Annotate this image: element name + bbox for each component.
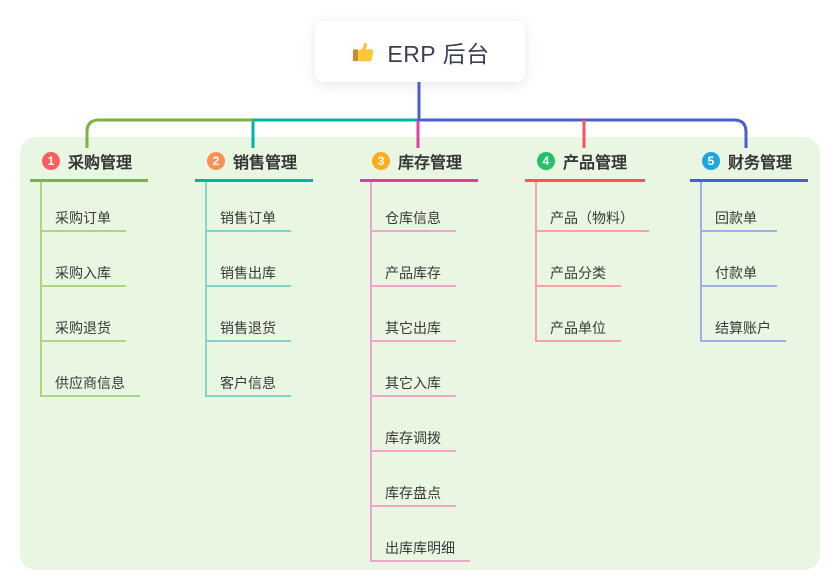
branch-number-badge: 1 [42,152,60,170]
branch-number-badge: 3 [372,152,390,170]
branch-finance-children: 回款单 付款单 结算账户 [700,182,786,342]
branch-title: 财务管理 [728,155,793,172]
root-node[interactable]: ERP 后台 [315,21,525,82]
branch-title: 库存管理 [398,155,463,172]
node-other-inbound[interactable]: 其它入库 [372,342,456,397]
branch-purchase-management: 1 采购管理 采购订单 采购入库 采购退货 供应商信息 [30,149,148,397]
node-product-category[interactable]: 产品分类 [537,232,621,287]
branch-title: 采购管理 [68,155,133,172]
branch-purchase-children: 采购订单 采购入库 采购退货 供应商信息 [40,182,140,397]
branch-product-children: 产品（物料） 产品分类 产品单位 [535,182,649,342]
branch-product-header[interactable]: 4 产品管理 [525,149,645,182]
node-outbound-detail[interactable]: 出库库明细 [372,507,470,562]
node-stock-transfer[interactable]: 库存调拨 [372,397,456,452]
node-supplier-info[interactable]: 供应商信息 [42,342,140,397]
node-stock-taking[interactable]: 库存盘点 [372,452,456,507]
node-customer-info[interactable]: 客户信息 [207,342,291,397]
node-purchase-return[interactable]: 采购退货 [42,287,126,342]
branch-number-badge: 5 [702,152,720,170]
node-sales-order[interactable]: 销售订单 [207,182,291,232]
branch-title: 产品管理 [563,155,628,172]
node-purchase-inbound[interactable]: 采购入库 [42,232,126,287]
node-settlement-account[interactable]: 结算账户 [702,287,786,342]
branch-product-management: 4 产品管理 产品（物料） 产品分类 产品单位 [525,149,649,342]
branch-inventory-children: 仓库信息 产品库存 其它出库 其它入库 库存调拨 库存盘点 出库库明细 [370,182,470,562]
branch-number-badge: 2 [207,152,225,170]
node-product-unit[interactable]: 产品单位 [537,287,621,342]
node-product-material[interactable]: 产品（物料） [537,182,649,232]
branch-finance-header[interactable]: 5 财务管理 [690,149,808,182]
branch-number-badge: 4 [537,152,555,170]
branch-sales-management: 2 销售管理 销售订单 销售出库 销售退货 客户信息 [195,149,313,397]
node-other-outbound[interactable]: 其它出库 [372,287,456,342]
branch-finance-management: 5 财务管理 回款单 付款单 结算账户 [690,149,808,342]
node-receipt-doc[interactable]: 回款单 [702,182,777,232]
branch-sales-children: 销售订单 销售出库 销售退货 客户信息 [205,182,291,397]
thumbs-up-icon [353,42,374,62]
node-payment-doc[interactable]: 付款单 [702,232,777,287]
branch-purchase-header[interactable]: 1 采购管理 [30,149,148,182]
node-sales-outbound[interactable]: 销售出库 [207,232,291,287]
map-background-panel [20,137,820,570]
branch-title: 销售管理 [233,155,298,172]
branch-inventory-management: 3 库存管理 仓库信息 产品库存 其它出库 其它入库 库存调拨 库存盘点 出库库… [360,149,478,562]
branch-sales-header[interactable]: 2 销售管理 [195,149,313,182]
node-sales-return[interactable]: 销售退货 [207,287,291,342]
root-node-label: ERP 后台 [387,40,490,67]
branch-inventory-header[interactable]: 3 库存管理 [360,149,478,182]
node-product-stock[interactable]: 产品库存 [372,232,456,287]
node-warehouse-info[interactable]: 仓库信息 [372,182,456,232]
node-purchase-order[interactable]: 采购订单 [42,182,126,232]
